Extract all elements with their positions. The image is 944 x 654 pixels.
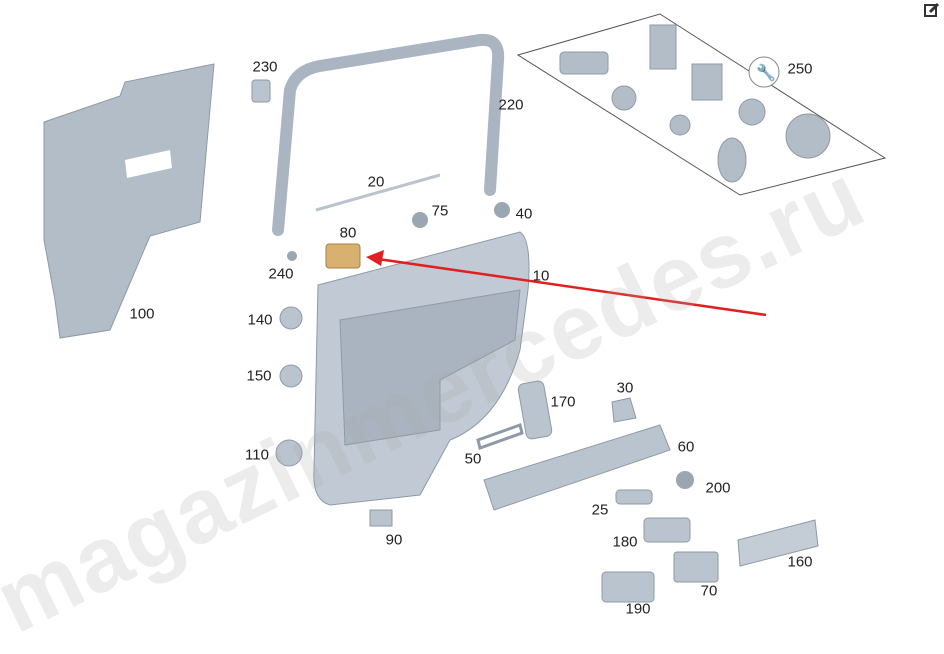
callout-90[interactable]: 90 xyxy=(385,531,403,549)
callout-110[interactable]: 110 xyxy=(245,446,269,464)
callout-75[interactable]: 75 xyxy=(431,202,449,220)
callout-50[interactable]: 50 xyxy=(464,450,482,468)
callout-170[interactable]: 170 xyxy=(550,393,576,411)
part-200-screw[interactable] xyxy=(676,471,694,489)
callout-30[interactable]: 30 xyxy=(616,379,634,397)
callout-250[interactable]: 250 xyxy=(787,60,813,78)
part-160-trim[interactable] xyxy=(737,519,819,567)
part-10-armrest xyxy=(339,289,521,446)
part-190[interactable] xyxy=(601,571,655,603)
callout-140[interactable]: 140 xyxy=(247,311,273,329)
part-100-cutout xyxy=(125,150,172,178)
part-220-frame[interactable] xyxy=(272,33,505,236)
callout-200[interactable]: 200 xyxy=(705,479,731,497)
callout-150[interactable]: 150 xyxy=(246,367,272,385)
part-250-kit-items[interactable] xyxy=(559,24,831,183)
callout-60[interactable]: 60 xyxy=(677,438,695,456)
pointer-arrow xyxy=(366,250,767,317)
callout-70[interactable]: 70 xyxy=(700,582,718,600)
part-90[interactable] xyxy=(369,509,393,527)
callout-20[interactable]: 20 xyxy=(367,173,385,191)
edit-icon[interactable] xyxy=(924,2,940,18)
wrench-icon xyxy=(748,56,780,88)
part-100-insulation[interactable] xyxy=(43,63,215,339)
callout-10[interactable]: 10 xyxy=(532,267,550,285)
callout-190[interactable]: 190 xyxy=(625,600,651,618)
part-150-cap[interactable] xyxy=(279,364,303,388)
part-50[interactable] xyxy=(476,423,524,450)
part-80-highlighted[interactable] xyxy=(325,243,361,269)
part-110-cap[interactable] xyxy=(275,439,303,467)
part-180[interactable] xyxy=(643,517,691,543)
callout-80[interactable]: 80 xyxy=(339,224,357,242)
callout-25[interactable]: 25 xyxy=(591,501,609,519)
part-70[interactable] xyxy=(673,551,719,583)
svg-text:🔧: 🔧 xyxy=(756,63,776,82)
callout-180[interactable]: 180 xyxy=(612,533,638,551)
callout-230[interactable]: 230 xyxy=(252,58,278,76)
part-60-switch-carrier[interactable] xyxy=(483,424,671,511)
part-30-bracket[interactable] xyxy=(611,397,637,423)
callout-100[interactable]: 100 xyxy=(129,305,155,323)
callout-160[interactable]: 160 xyxy=(787,553,813,571)
part-40-fastener[interactable] xyxy=(494,202,510,218)
part-140-cap[interactable] xyxy=(279,306,303,330)
part-250-kit-outline xyxy=(516,13,887,196)
callout-240[interactable]: 240 xyxy=(268,265,294,283)
parts-diagram: 🔧 xyxy=(43,13,887,603)
part-20-rod[interactable] xyxy=(315,173,441,212)
callout-40[interactable]: 40 xyxy=(515,205,533,223)
part-25[interactable] xyxy=(615,489,653,505)
callout-220[interactable]: 220 xyxy=(498,96,524,114)
part-170[interactable] xyxy=(517,380,553,440)
part-230-clip[interactable] xyxy=(251,79,271,103)
part-75-fastener[interactable] xyxy=(412,212,428,228)
part-240-screw[interactable] xyxy=(287,251,297,261)
